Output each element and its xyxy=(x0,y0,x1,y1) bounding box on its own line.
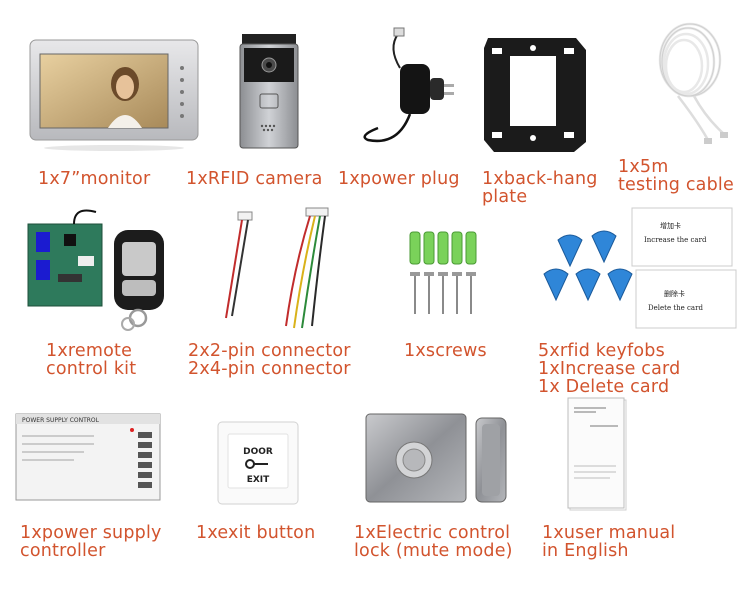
caption-screws: 1xscrews xyxy=(404,341,487,361)
caption-exit-button: 1xexit button xyxy=(196,523,316,543)
caption-rfid-camera: 1xRFID camera xyxy=(186,169,323,189)
electric-lock-image xyxy=(364,410,512,506)
increase-card-cn: 增加卡 xyxy=(660,221,681,230)
exit-top-label: DOOR xyxy=(243,447,273,457)
exit-bottom-label: EXIT xyxy=(247,475,270,485)
caption-user-manual: 1xuser manual in English xyxy=(542,523,676,561)
delete-card-en: Delete the card xyxy=(648,304,703,312)
caption-connectors: 2x2-pin connector 2x4-pin connector xyxy=(188,341,351,379)
rfid-camera-image xyxy=(238,34,300,152)
caption-back-hang-plate: 1xback-hang plate xyxy=(482,169,598,207)
power-supply-controller-image: POWER SUPPLY CONTROL xyxy=(14,412,162,502)
caption-rfid-keyfobs: 5xrfid keyfobs 1xIncrease card 1x Delete… xyxy=(538,341,681,397)
psu-title: POWER SUPPLY CONTROL xyxy=(22,417,100,424)
caption-electric-lock: 1xElectric control lock (mute mode) xyxy=(354,523,513,561)
user-manual-image xyxy=(566,396,630,514)
connectors-image xyxy=(222,207,342,332)
remote-control-kit-image xyxy=(24,209,174,334)
screws-image xyxy=(404,226,484,320)
exit-button-image: DOOR EXIT xyxy=(216,420,300,506)
back-hang-plate-image xyxy=(480,34,590,154)
caption-power-plug: 1xpower plug xyxy=(338,169,460,189)
rfid-keyfobs-and-cards-image: 增加卡 Increase the card 删除卡 Delete the car… xyxy=(540,207,740,336)
monitor-image xyxy=(29,39,199,152)
power-plug-image xyxy=(358,27,468,146)
caption-power-supply-controller: 1xpower supply controller xyxy=(20,523,162,561)
caption-remote-control-kit: 1xremote control kit xyxy=(46,341,137,379)
testing-cable-image xyxy=(628,22,738,152)
caption-testing-cable: 1x5m testing cable xyxy=(618,157,734,195)
delete-card-cn: 删除卡 xyxy=(664,289,685,298)
increase-card-en: Increase the card xyxy=(644,236,707,244)
caption-monitor: 1x7”monitor xyxy=(38,169,151,189)
